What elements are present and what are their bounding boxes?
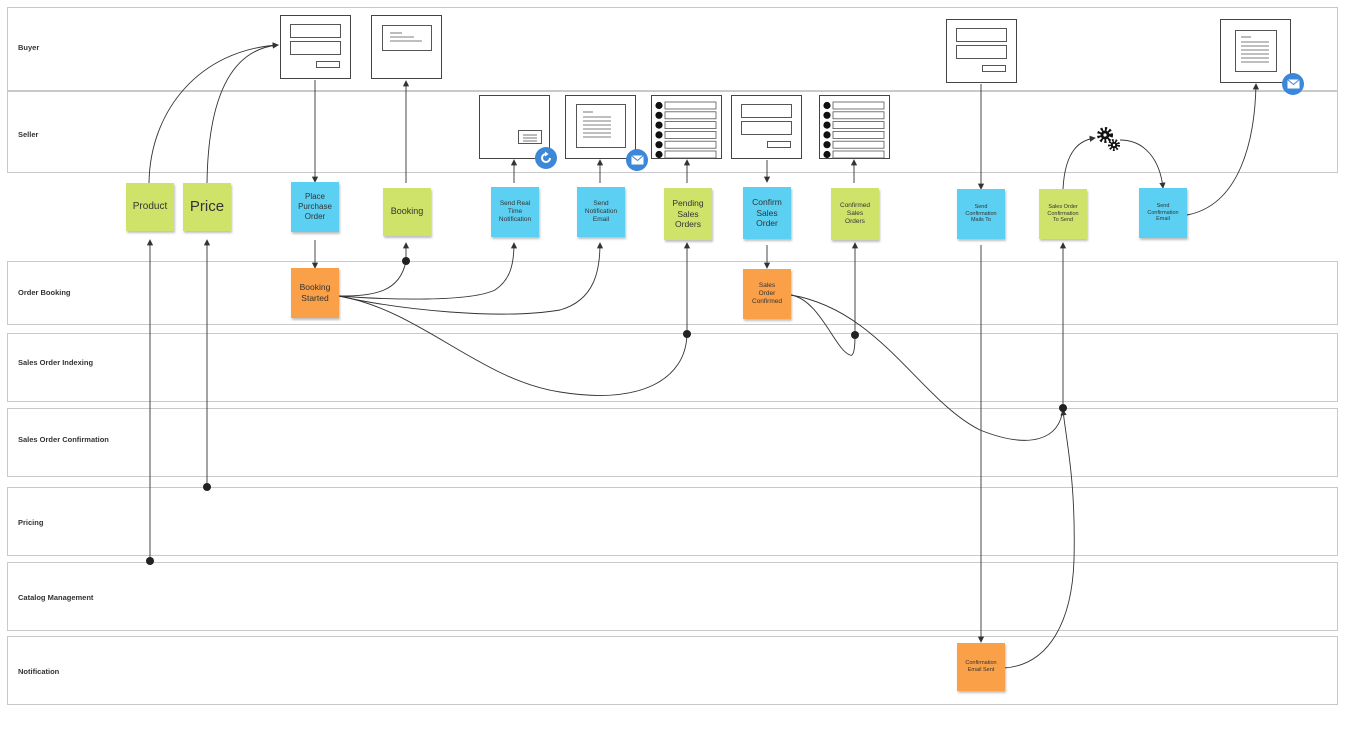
lane-label-pricing: Pricing: [18, 518, 44, 527]
sticky-confirmed-sales-orders[interactable]: Confirmed Sales Orders: [831, 188, 879, 240]
wireframe-purchase-form: [280, 15, 351, 79]
wireframe-confirmation-email: [1220, 19, 1291, 83]
lane-label-sales-order-indexing: Sales Order Indexing: [18, 358, 94, 367]
sticky-send-confirmation-email[interactable]: Send Confirmation Email: [1139, 188, 1187, 238]
sticky-price[interactable]: Price: [183, 183, 231, 231]
sticky-sales-order-confirmed[interactable]: Sales Order Confirmed: [743, 269, 791, 319]
list-row: [664, 111, 717, 120]
sticky-place-purchase-order[interactable]: Place Purchase Order: [291, 182, 339, 232]
gears-icon: [1097, 127, 1120, 151]
list-bullet: [655, 111, 663, 119]
list-row: [664, 140, 717, 149]
list-bullet: [823, 111, 831, 119]
lane-label-buyer: Buyer: [18, 43, 40, 52]
list-row: [832, 140, 885, 149]
lane-label-sales-order-confirmation: Sales Order Confirmation: [18, 435, 109, 444]
list-row: [832, 101, 885, 110]
lane-label-notification: Notification: [18, 667, 60, 676]
sticky-confirm-sales-order[interactable]: Confirm Sales Order: [743, 187, 791, 239]
sticky-send-notification-email[interactable]: Send Notification Email: [577, 187, 625, 237]
sticky-send-confirmation-mails-to[interactable]: Send Confirmation Mails To: [957, 189, 1005, 239]
lane-label-seller: Seller: [18, 130, 39, 139]
lane-sales-order-confirmation: [7, 408, 1338, 477]
list-row: [832, 130, 885, 139]
list-bullet: [655, 150, 663, 159]
list-row: [832, 111, 885, 120]
list-row: [832, 150, 885, 159]
list-bullet: [655, 131, 663, 139]
wireframe-booking-document: [371, 15, 442, 79]
lane-sales-order-indexing: [7, 333, 1338, 402]
list-row: [664, 101, 717, 110]
sticky-pending-sales-orders[interactable]: Pending Sales Orders: [664, 188, 712, 240]
lane-label-catalog-management: Catalog Management: [18, 593, 94, 602]
list-row: [664, 150, 717, 159]
wireframe-realtime-notification: [479, 95, 550, 159]
list-bullet: [655, 121, 663, 129]
sticky-sales-order-confirmation-to-send[interactable]: Sales Order Confirmation To Send: [1039, 189, 1087, 239]
sticky-product[interactable]: Product: [126, 183, 174, 231]
list-bullet: [655, 101, 663, 110]
mail-icon: [1282, 73, 1304, 95]
mail-icon: [626, 149, 648, 171]
sticky-booking-started[interactable]: Booking Started: [291, 268, 339, 318]
list-bullet: [823, 131, 831, 139]
list-bullet: [823, 150, 831, 159]
list-bullet: [823, 101, 831, 110]
sticky-booking[interactable]: Booking: [383, 188, 431, 236]
list-bullet: [823, 141, 831, 149]
wireframe-confirmation-form: [946, 19, 1017, 83]
lane-pricing: [7, 487, 1338, 556]
list-row: [832, 121, 885, 129]
lane-catalog-management: [7, 562, 1338, 631]
sticky-confirmation-email-sent[interactable]: Confirmation Email Sent: [957, 643, 1005, 691]
wireframe-confirm-order-form: [731, 95, 802, 159]
lane-label-order-booking: Order Booking: [18, 288, 71, 297]
wireframe-notification-email: [565, 95, 636, 159]
list-bullet: [655, 141, 663, 149]
list-row: [664, 130, 717, 139]
list-bullet: [823, 121, 831, 129]
lane-notification: [7, 636, 1338, 705]
list-row: [664, 121, 717, 129]
sticky-send-real-time-notification[interactable]: Send Real Time Notification: [491, 187, 539, 237]
lane-order-booking: [7, 261, 1338, 325]
refresh-icon: [535, 147, 557, 169]
